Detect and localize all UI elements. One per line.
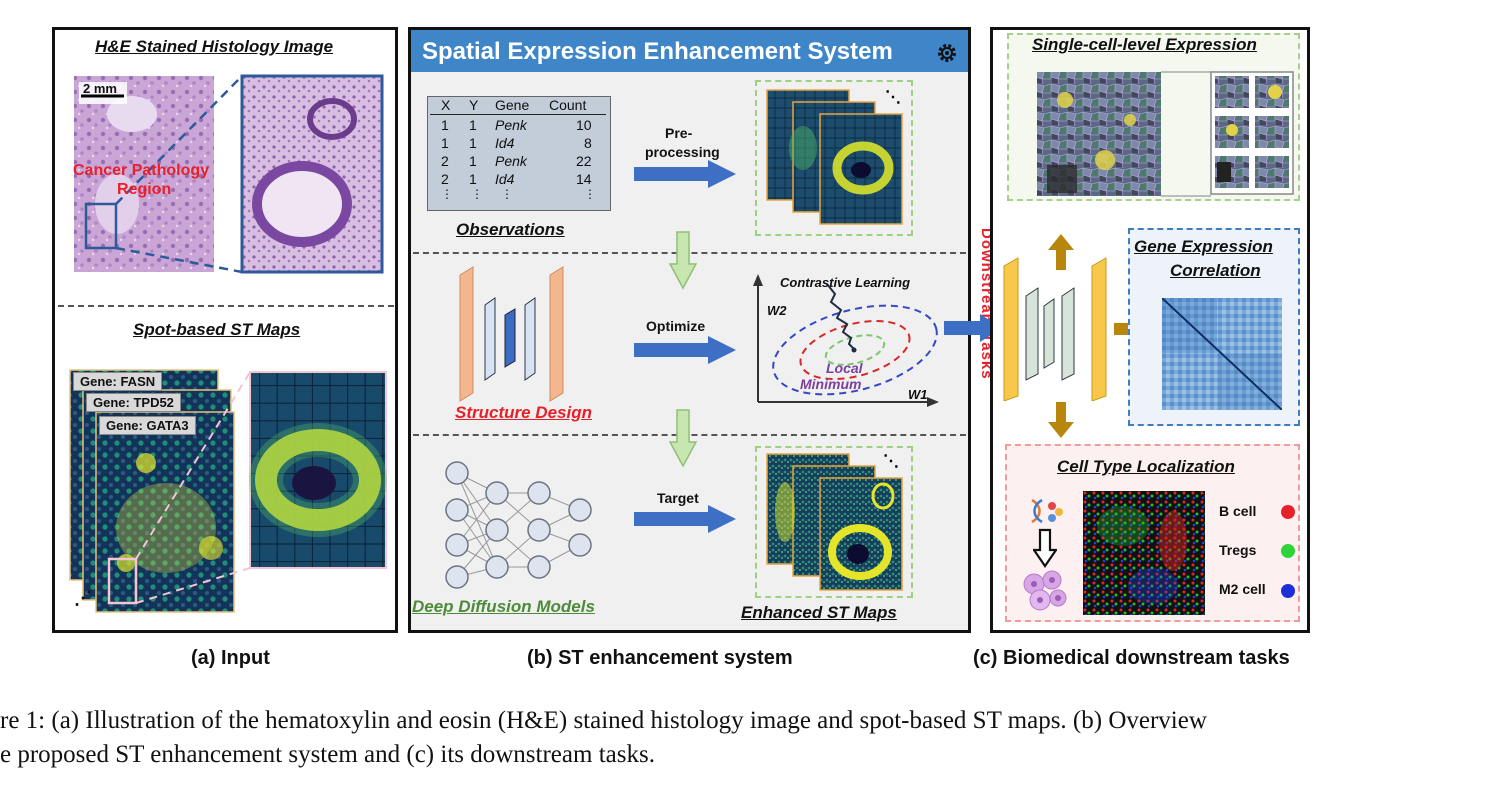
caption-b: (b) ST enhancement system bbox=[527, 647, 793, 669]
arrow-down-outline-icon bbox=[1033, 528, 1057, 568]
legend-label-tregs: Tregs bbox=[1219, 542, 1257, 558]
table-cell: 22 bbox=[576, 153, 592, 169]
table-cell: 2 bbox=[441, 171, 449, 187]
arrow-right-icon bbox=[634, 160, 736, 188]
correlation-title-2: Correlation bbox=[1170, 261, 1261, 280]
table-cell: Penk bbox=[495, 153, 527, 169]
w2-label: W2 bbox=[767, 303, 787, 318]
legend-dot-tregs bbox=[1281, 544, 1295, 558]
structure-network bbox=[459, 266, 564, 402]
figure-caption-line1: re 1: (a) Illustration of the hematoxyli… bbox=[0, 707, 1207, 734]
legend-dot-bcell bbox=[1281, 505, 1295, 519]
table-rule bbox=[430, 114, 606, 115]
single-cell-title: Single-cell-level Expression bbox=[1032, 35, 1257, 54]
preprocess-label-1: Pre- bbox=[665, 125, 693, 141]
arrow-down-icon bbox=[1048, 402, 1074, 438]
w1-label: W1 bbox=[908, 387, 928, 402]
he-title: H&E Stained Histology Image bbox=[95, 37, 334, 56]
table-cell: 2 bbox=[441, 153, 449, 169]
table-header-x: X bbox=[441, 97, 451, 113]
localization-title: Cell Type Localization bbox=[1057, 457, 1235, 476]
local-min-label-1: Local bbox=[826, 360, 863, 376]
arrow-right-icon bbox=[634, 336, 736, 364]
table-cell: 1 bbox=[469, 135, 477, 151]
preprocess-label-2: processing bbox=[645, 144, 720, 160]
table-cell: 14 bbox=[576, 171, 592, 187]
table-cell: 1 bbox=[469, 117, 477, 133]
table-cell: Penk bbox=[495, 117, 527, 133]
enhanced-label: Enhanced ST Maps bbox=[741, 603, 897, 622]
region-label-line2: Region bbox=[117, 181, 172, 198]
table-cell: 1 bbox=[441, 117, 449, 133]
structure-design-label: Structure Design bbox=[455, 403, 592, 422]
observations-table bbox=[427, 96, 611, 211]
table-ellipsis: ⋮⋮⋮ bbox=[441, 187, 531, 201]
cells-icon bbox=[1023, 570, 1067, 611]
observations-label: Observations bbox=[456, 220, 565, 239]
arrow-up-icon bbox=[1048, 234, 1074, 270]
downstream-network bbox=[1003, 257, 1107, 401]
cell-localization-map bbox=[1083, 491, 1205, 615]
dna-icon bbox=[1031, 498, 1063, 524]
he-histology-image bbox=[74, 74, 384, 274]
enhanced-maps-frame bbox=[755, 446, 913, 598]
figure-caption-line2: e proposed ST enhancement system and (c)… bbox=[0, 741, 655, 768]
table-header-count: Count bbox=[549, 97, 587, 113]
gene-tag-3: Gene: GATA3 bbox=[99, 416, 196, 435]
gene-tag-2: Gene: TPD52 bbox=[86, 393, 181, 412]
input-maps-frame bbox=[755, 80, 913, 236]
correlation-title-1: Gene Expression bbox=[1134, 237, 1273, 256]
svg-text:⋱: ⋱ bbox=[883, 453, 899, 470]
arrow-right-icon bbox=[634, 505, 736, 533]
enhanced-maps: ⋱ bbox=[766, 453, 903, 591]
legend-dot-m2 bbox=[1281, 584, 1295, 598]
gear-icon bbox=[938, 44, 956, 62]
table-header-gene: Gene bbox=[495, 97, 530, 113]
table-cell: 1 bbox=[469, 153, 477, 169]
local-min-label-2: Minimum bbox=[800, 376, 862, 392]
caption-c: (c) Biomedical downstream tasks bbox=[973, 647, 1290, 669]
gene-tag-1: Gene: FASN bbox=[73, 372, 163, 391]
table-ellipsis-right: ⋮ bbox=[584, 187, 596, 201]
diffusion-label: Deep Diffusion Models bbox=[412, 597, 595, 616]
table-cell: Id4 bbox=[495, 135, 515, 151]
arrow-right-icon bbox=[944, 314, 1002, 342]
region-label-line1: Cancer Pathology bbox=[73, 162, 210, 179]
optimize-label: Optimize bbox=[646, 318, 706, 334]
table-cell: Id4 bbox=[495, 171, 515, 187]
system-header-text: Spatial Expression Enhancement System bbox=[422, 38, 893, 65]
correlation-heatmap bbox=[1162, 298, 1282, 410]
table-cell: 1 bbox=[469, 171, 477, 187]
svg-text:⋰: ⋰ bbox=[74, 588, 92, 608]
arrow-down-icon bbox=[668, 231, 698, 290]
panel-a-divider bbox=[58, 305, 394, 307]
single-cell-map bbox=[1037, 71, 1294, 197]
table-cell: 10 bbox=[576, 117, 592, 133]
target-label: Target bbox=[657, 490, 699, 506]
table-cell: 1 bbox=[441, 135, 449, 151]
input-maps: ⋱ bbox=[766, 89, 903, 225]
legend-label-m2: M2 cell bbox=[1219, 581, 1266, 597]
scale-label: 2 mm bbox=[83, 81, 117, 96]
caption-a: (a) Input bbox=[191, 647, 270, 669]
svg-text:⋱: ⋱ bbox=[885, 89, 901, 106]
st-maps-title: Spot-based ST Maps bbox=[133, 320, 301, 339]
contrastive-label: Contrastive Learning bbox=[780, 275, 911, 290]
table-cell: 8 bbox=[584, 135, 592, 151]
loss-landscape-plot bbox=[753, 274, 939, 407]
table-header-y: Y bbox=[469, 97, 479, 113]
system-header bbox=[411, 30, 968, 72]
diffusion-network bbox=[445, 461, 592, 589]
arrow-down-icon bbox=[668, 409, 698, 468]
legend-label-bcell: B cell bbox=[1219, 503, 1257, 519]
